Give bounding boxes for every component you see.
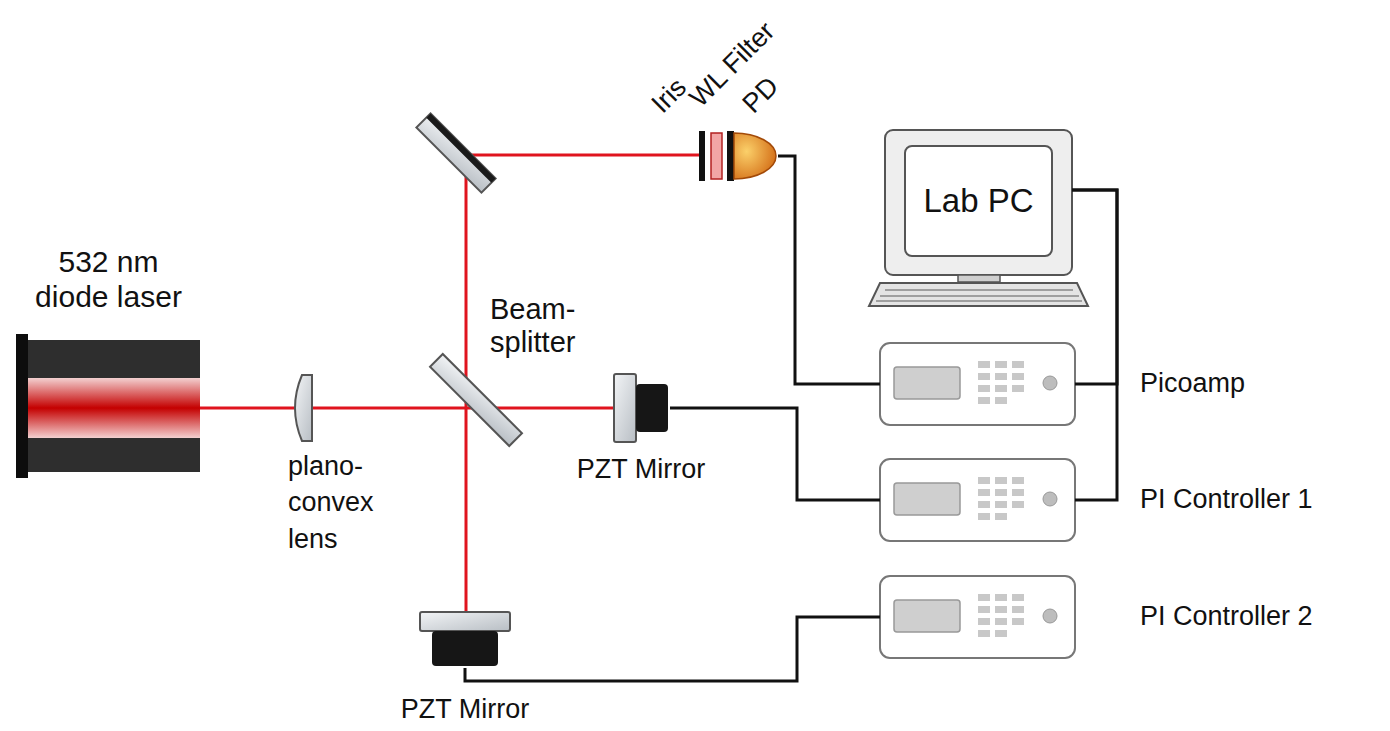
instrument-faces: [880, 343, 1075, 658]
instrument-button: [995, 385, 1007, 392]
instrument-button: [978, 606, 990, 613]
instrument-button: [978, 513, 990, 520]
instrument-node: PI Controller 2: [880, 576, 1075, 658]
laser-beam: [200, 155, 700, 612]
signal-wire: [1072, 190, 1117, 384]
instrument-button: [978, 618, 990, 625]
instrument-button: [1012, 501, 1024, 508]
instrument-button: [978, 489, 990, 496]
detector-node: IrisWL FilterPD: [698, 130, 778, 182]
instrument-node: Picoamp: [880, 343, 1075, 425]
instrument-node: PI Controller 1: [880, 459, 1075, 541]
fold-mirror: [416, 113, 495, 192]
instrument-button: [1012, 373, 1024, 380]
lens-shape: [295, 375, 312, 441]
instrument-button: [995, 489, 1007, 496]
signal-wire: [1072, 190, 1117, 500]
instrument-button: [995, 373, 1007, 380]
laser-node: 532 nm diode laser: [18, 340, 200, 472]
pzt-mirror-label: PZT Mirror: [577, 454, 706, 485]
instrument-button: [1012, 385, 1024, 392]
instrument-button: [1012, 618, 1024, 625]
instrument-housing: [880, 576, 1075, 658]
iris-label: Iris: [647, 73, 692, 118]
instrument-housing: [880, 459, 1075, 541]
instrument-button: [978, 397, 990, 404]
instrument-button: [978, 361, 990, 368]
instrument-button: [978, 373, 990, 380]
instrument-button: [995, 513, 1007, 520]
laser-body: [16, 334, 200, 478]
instrument-label: PI Controller 1: [1140, 484, 1313, 515]
instrument-button: [995, 618, 1007, 625]
pzt-mirror-label: PZT Mirror: [401, 694, 530, 725]
photodiode-label: PD: [738, 72, 784, 118]
instrument-label: PI Controller 2: [1140, 601, 1313, 632]
lens-node: plano- convex lens: [296, 372, 316, 444]
instrument-label: Picoamp: [1140, 368, 1245, 399]
instrument-button: [995, 397, 1007, 404]
signal-wire: [465, 617, 880, 681]
detector-stack: [699, 131, 776, 181]
instrument-knob: [1043, 376, 1057, 390]
computer-node: Lab PC: [885, 130, 1072, 275]
instrument-button: [995, 477, 1007, 484]
instrument-button: [995, 501, 1007, 508]
computer-label: Lab PC: [905, 146, 1052, 256]
instrument-display: [894, 600, 960, 632]
instrument-button: [995, 630, 1007, 637]
instrument-button: [978, 501, 990, 508]
instrument-button: [1012, 489, 1024, 496]
instrument-button: [995, 594, 1007, 601]
pzt-mirror-bottom: [420, 612, 510, 666]
instrument-button: [995, 361, 1007, 368]
instrument-button: [978, 385, 990, 392]
beamsplitter-label: Beam- splitter: [490, 293, 602, 360]
beamsplitter-plate: [430, 354, 522, 446]
instrument-button: [1012, 606, 1024, 613]
lab-pc: [869, 130, 1088, 306]
instrument-button: [995, 606, 1007, 613]
lens-label: plano- convex lens: [288, 448, 384, 557]
signal-wire: [778, 156, 880, 384]
beamsplitter-node: Beam- splitter: [430, 355, 522, 447]
pzt-mirror-right: [614, 374, 668, 442]
pzt-mirror-node: PZT Mirror: [612, 372, 670, 444]
instrument-display: [894, 483, 960, 515]
instrument-display: [894, 367, 960, 399]
instrument-housing: [880, 343, 1075, 425]
instrument-button: [1012, 594, 1024, 601]
instrument-button: [978, 630, 990, 637]
instrument-button: [978, 594, 990, 601]
pzt-mirror-node: PZT Mirror: [418, 610, 512, 668]
instrument-knob: [1043, 609, 1057, 623]
instrument-button: [1012, 361, 1024, 368]
laser-label: 532 nm diode laser: [26, 245, 191, 314]
instrument-button: [978, 477, 990, 484]
instrument-knob: [1043, 492, 1057, 506]
instrument-button: [1012, 477, 1024, 484]
